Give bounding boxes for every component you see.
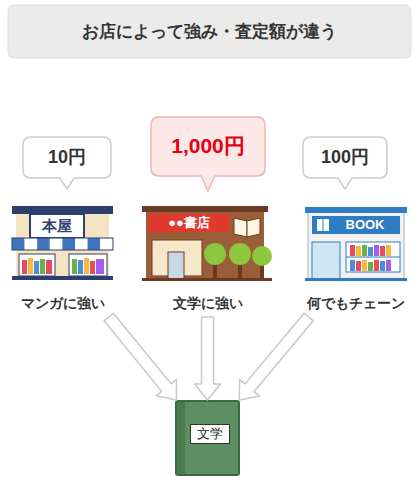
price-label: 1,000円	[150, 116, 266, 176]
shop-strength: 文学に強い	[140, 291, 275, 315]
title-band	[8, 5, 411, 58]
page-title: お店によって強み・査定額が違う	[8, 5, 411, 58]
bookstore-shop: 本屋マンガに強い	[8, 205, 118, 317]
manga-shop-building	[12, 206, 113, 280]
price-label: 10円	[22, 136, 112, 178]
bookstore-shop: ●●書店文学に強い	[140, 205, 275, 317]
shop-sign: ●●書店	[148, 214, 230, 232]
chain-shop-building	[305, 207, 407, 281]
bubble-shape	[151, 117, 265, 191]
literature-shop-building	[142, 206, 272, 281]
flow-arrow	[239, 313, 313, 400]
flow-arrow	[195, 317, 221, 400]
price-bubble: 1,000円	[150, 116, 266, 192]
bubble-shape	[23, 137, 111, 189]
price-label: 100円	[302, 136, 388, 178]
flow-arrow	[104, 313, 176, 400]
shop-strength: 何でもチェーン	[298, 291, 413, 315]
bookstore-shop: BOOK 何でもチェーン	[298, 205, 413, 317]
book-icon: 文学	[175, 400, 240, 476]
bubble-shape	[303, 137, 387, 189]
price-bubble: 100円	[302, 136, 388, 190]
shop-sign: BOOK	[332, 216, 398, 234]
shop-strength: マンガに強い	[8, 291, 118, 315]
book-title: 文学	[190, 424, 230, 444]
price-bubble: 10円	[22, 136, 112, 190]
shop-sign: 本屋	[30, 214, 84, 238]
